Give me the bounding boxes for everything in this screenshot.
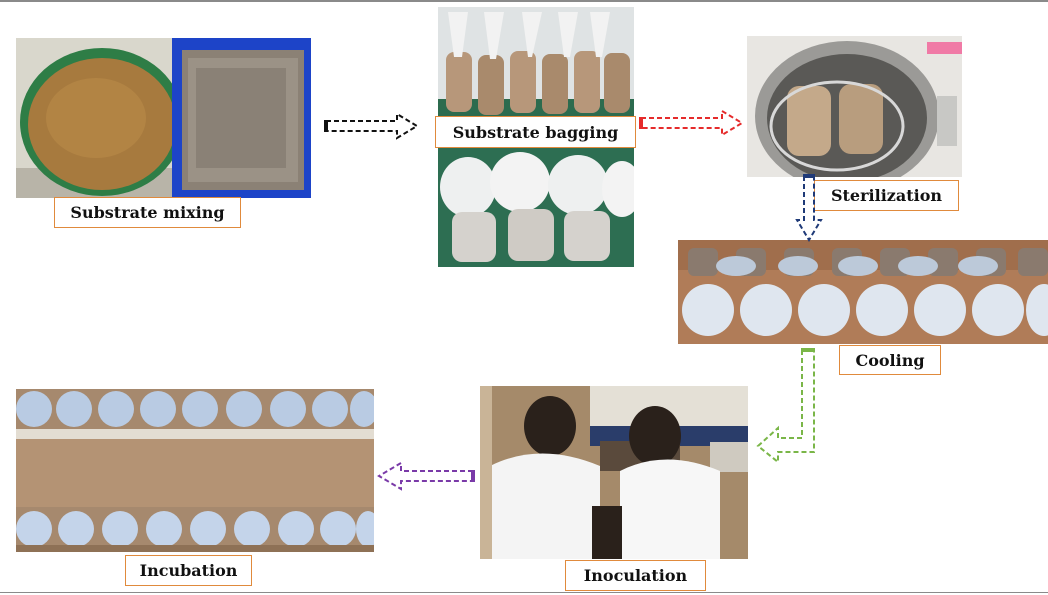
substrate-mixing-label: Substrate mixing <box>54 197 241 228</box>
bottom-border <box>0 592 1048 593</box>
arrow-mixing-to-bagging <box>322 111 422 141</box>
inoculation-label: Inoculation <box>565 560 706 591</box>
inoculation-photo <box>480 386 748 559</box>
arrow-sterilization-to-cooling <box>794 172 824 244</box>
sterilization-photo <box>747 36 962 177</box>
incubation-photo <box>16 389 374 552</box>
cooling-photo <box>678 240 1048 344</box>
cooling-label: Cooling <box>839 345 941 375</box>
substrate-mixing-photo <box>16 38 311 198</box>
arrow-cooling-to-inoculation <box>752 346 824 464</box>
arrow-bagging-to-sterilization <box>637 108 747 138</box>
arrow-inoculation-to-incubation <box>373 460 477 492</box>
incubation-label: Incubation <box>125 555 252 586</box>
substrate-bagging-label: Substrate bagging <box>435 116 636 148</box>
top-border <box>0 0 1048 2</box>
sterilization-label: Sterilization <box>814 180 959 211</box>
